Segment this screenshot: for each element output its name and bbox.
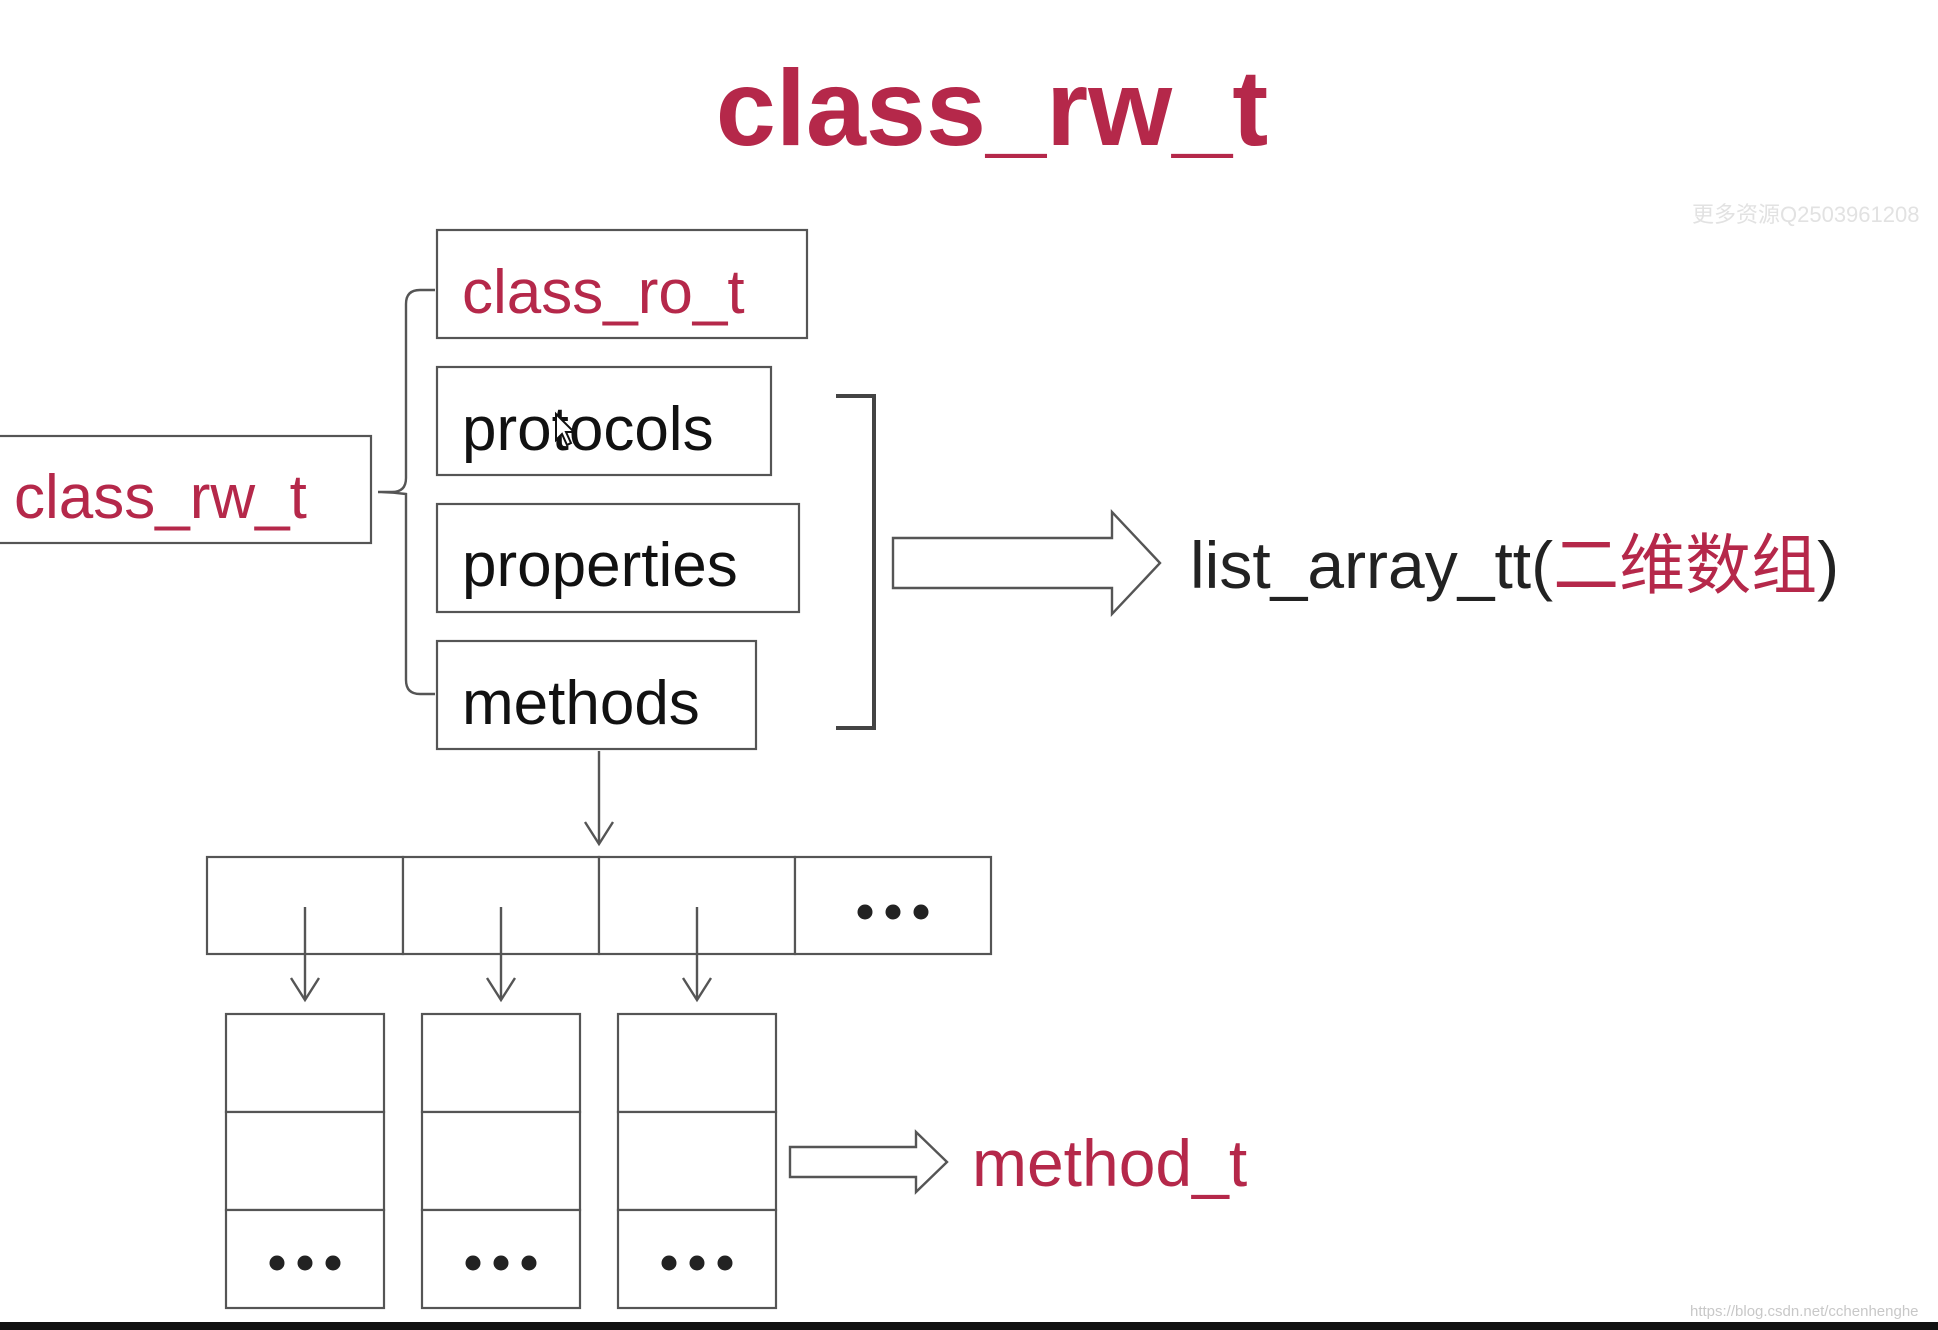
list-array-chinese: 二维数组 — [1553, 527, 1817, 604]
list-array-tt-label: list_array_tt(二维数组) — [1190, 527, 1839, 604]
class-ro-t-box — [435, 228, 809, 340]
protocols-box — [435, 365, 773, 477]
list-array-suffix: ) — [1817, 528, 1839, 602]
mouse-pointer-icon — [555, 411, 577, 447]
properties-box — [435, 502, 801, 614]
class-ro-t-label: class_ro_t — [462, 258, 745, 327]
cell-1-down-arrow — [289, 907, 321, 1003]
list-array-prefix: list_array_tt( — [1190, 528, 1553, 602]
watermark: 更多资源Q2503961208 — [1692, 202, 1919, 227]
hollow-arrow-to-list-array — [891, 508, 1162, 618]
class-rw-t-box — [0, 434, 373, 545]
hollow-arrow-to-method-t — [788, 1129, 949, 1195]
diagram-title: class_rw_t — [716, 47, 1268, 168]
cell-3-down-arrow — [681, 907, 713, 1003]
class-rw-t-label: class_rw_t — [14, 463, 307, 532]
protocols-label: protocols — [462, 395, 714, 464]
method-t-label: method_t — [972, 1126, 1247, 1200]
cell-2-down-arrow — [485, 907, 517, 1003]
right-bracket — [836, 394, 876, 730]
method-list-3 — [616, 1012, 778, 1310]
left-curly-brace — [377, 288, 435, 696]
methods-box — [435, 639, 758, 751]
bottom-bar — [0, 1322, 1938, 1330]
methods-label: methods — [462, 669, 700, 738]
footer-url: https://blog.csdn.net/cchenhenghe — [1690, 1303, 1919, 1320]
method-list-2 — [420, 1012, 582, 1310]
methods-down-arrow-head — [583, 821, 615, 847]
array-ellipsis — [857, 904, 929, 920]
properties-label: properties — [462, 531, 738, 600]
method-list-1 — [224, 1012, 386, 1310]
